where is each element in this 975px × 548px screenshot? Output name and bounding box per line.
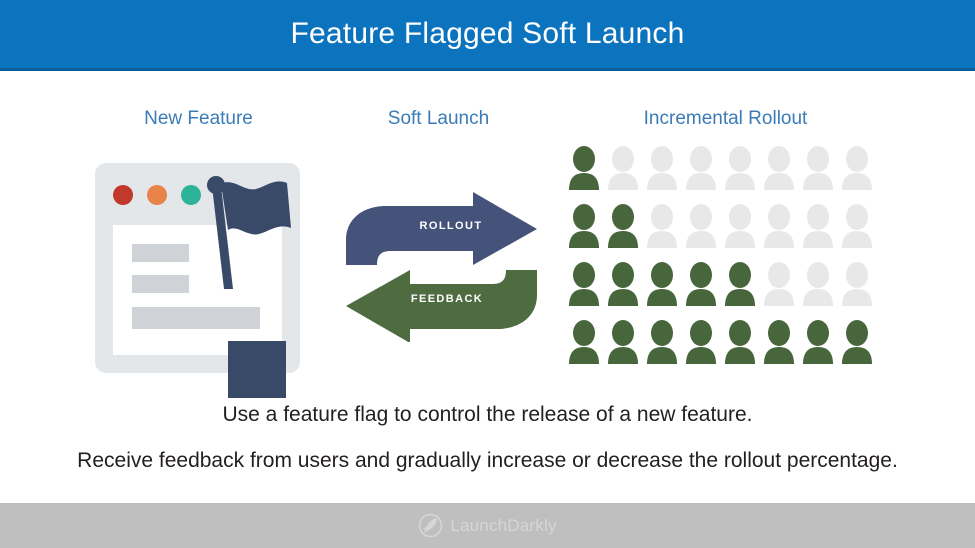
column-label-new-feature: New Feature [144, 108, 253, 129]
person-active-icon [646, 262, 678, 309]
person-active-icon [763, 320, 795, 367]
slide-footer: LaunchDarkly [0, 503, 975, 548]
person-active-icon [568, 262, 600, 309]
person-active-icon [568, 320, 600, 367]
person-inactive-icon [841, 204, 873, 251]
arrow-pair-svg [346, 192, 537, 343]
content-placeholder-bar [132, 275, 189, 293]
feature-flag-icon [207, 176, 291, 289]
rocket-circle-icon [419, 513, 443, 538]
person-active-icon [646, 320, 678, 367]
feedback-arrow-label: FEEDBACK [410, 293, 484, 305]
feature-flag-base-block [228, 341, 286, 398]
rollout-feedback-cycle: ROLLOUT FEEDBACK [334, 192, 549, 343]
person-inactive-icon [724, 146, 756, 193]
person-inactive-icon [763, 146, 795, 193]
person-inactive-icon [646, 204, 678, 251]
person-inactive-icon [685, 146, 717, 193]
people-row [568, 262, 880, 309]
person-active-icon [841, 320, 873, 367]
slide-body: New Feature Soft Launch Incremental Roll… [0, 74, 975, 503]
person-inactive-icon [685, 204, 717, 251]
browser-page-content [113, 225, 286, 398]
person-inactive-icon [763, 262, 795, 309]
content-placeholder-bar [132, 244, 189, 262]
person-inactive-icon [763, 204, 795, 251]
people-row [568, 320, 880, 367]
person-active-icon [607, 262, 639, 309]
person-active-icon [568, 146, 600, 193]
rollout-arrow-icon [346, 192, 537, 265]
traffic-light-red-icon [113, 185, 133, 205]
column-label-incremental-rollout: Incremental Rollout [643, 108, 808, 129]
launchdarkly-logo: LaunchDarkly [418, 513, 556, 538]
person-inactive-icon [841, 262, 873, 309]
caption-line-2: Receive feedback from users and graduall… [77, 449, 898, 472]
caption-line-1: Use a feature flag to control the releas… [222, 403, 753, 426]
traffic-light-orange-icon [147, 185, 167, 205]
browser-window-illustration [95, 163, 300, 398]
incremental-rollout-people-grid [568, 146, 880, 378]
person-inactive-icon [646, 146, 678, 193]
person-inactive-icon [724, 204, 756, 251]
people-row [568, 146, 880, 193]
traffic-light-green-icon [181, 185, 201, 205]
column-label-soft-launch: Soft Launch [387, 108, 490, 129]
person-inactive-icon [841, 146, 873, 193]
person-inactive-icon [802, 204, 834, 251]
feedback-arrow-icon [346, 270, 537, 343]
caption-block: Use a feature flag to control the releas… [0, 404, 975, 471]
person-active-icon [685, 262, 717, 309]
person-inactive-icon [802, 146, 834, 193]
person-active-icon [607, 320, 639, 367]
content-placeholder-bar [132, 307, 260, 329]
person-active-icon [802, 320, 834, 367]
launchdarkly-wordmark: LaunchDarkly [450, 515, 557, 535]
slide-header: Feature Flagged Soft Launch [0, 0, 975, 71]
people-row [568, 204, 880, 251]
person-active-icon [607, 204, 639, 251]
rollout-arrow-label: ROLLOUT [419, 220, 483, 232]
person-inactive-icon [802, 262, 834, 309]
browser-traffic-lights [113, 185, 201, 205]
person-active-icon [724, 262, 756, 309]
person-active-icon [685, 320, 717, 367]
page-title: Feature Flagged Soft Launch [290, 17, 685, 50]
person-active-icon [724, 320, 756, 367]
person-inactive-icon [607, 146, 639, 193]
person-active-icon [568, 204, 600, 251]
